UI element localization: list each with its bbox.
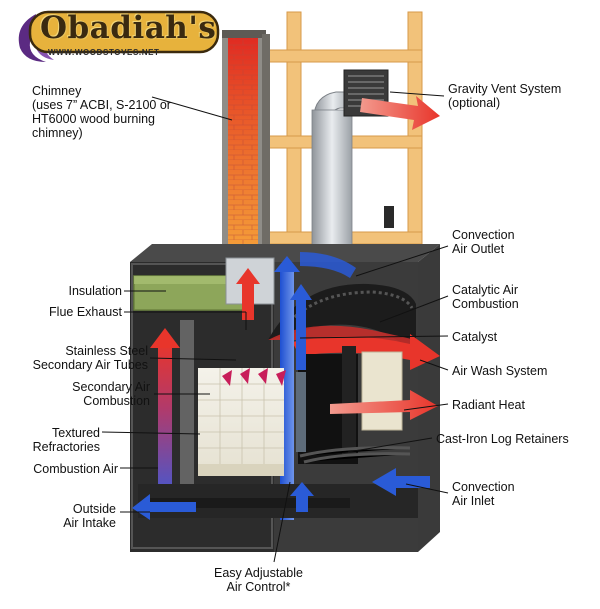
label-secondary-combustion: Secondary Air Combustion [72,380,150,408]
log-retainers [299,446,411,464]
label-refractories: Textured Refractories [32,426,100,454]
gravity-vent-pipe [311,69,440,251]
radiant-heat-arrow [330,390,438,420]
outside-air-intake-arrow [132,494,196,520]
brand-logo: Obadiah's WWW.WOODSTOVES.NET [6,4,221,66]
label-convection-outlet: Convection Air Outlet [452,228,515,256]
label-chimney: Chimney (uses 7” ACBI, S-2100 or HT6000 … [32,84,171,140]
label-combustion-air: Combustion Air [33,462,118,476]
label-outside-intake: Outside Air Intake [63,502,116,530]
brand-name: Obadiah's [40,10,217,46]
label-insulation: Insulation [68,284,122,298]
label-log-retainers: Cast-Iron Log Retainers [436,432,569,446]
label-secondary-tubes: Stainless Steel Secondary Air Tubes [32,344,148,372]
secondary-air-tube [158,342,172,506]
flame-icon [18,10,220,62]
label-convection-inlet: Convection Air Inlet [452,480,515,508]
label-gravity-vent: Gravity Vent System (optional) [448,82,562,110]
brand-url: WWW.WOODSTOVES.NET [48,48,160,57]
label-air-wash: Air Wash System [452,364,548,378]
flue-exhaust-arrow [242,280,254,320]
convection-inlet-arrow [372,468,430,496]
label-air-control: Easy Adjustable Air Control* [214,566,303,594]
leader-lines [101,91,449,563]
label-catalyst: Catalyst [452,330,498,344]
label-radiant-heat: Radiant Heat [452,398,525,412]
label-flue-exhaust: Flue Exhaust [49,305,122,319]
chimney [222,30,270,260]
label-catalytic-combustion: Catalytic Air Combustion [452,283,519,311]
fire-chamber [198,346,403,464]
secondary-combustion-arrows [222,368,286,386]
